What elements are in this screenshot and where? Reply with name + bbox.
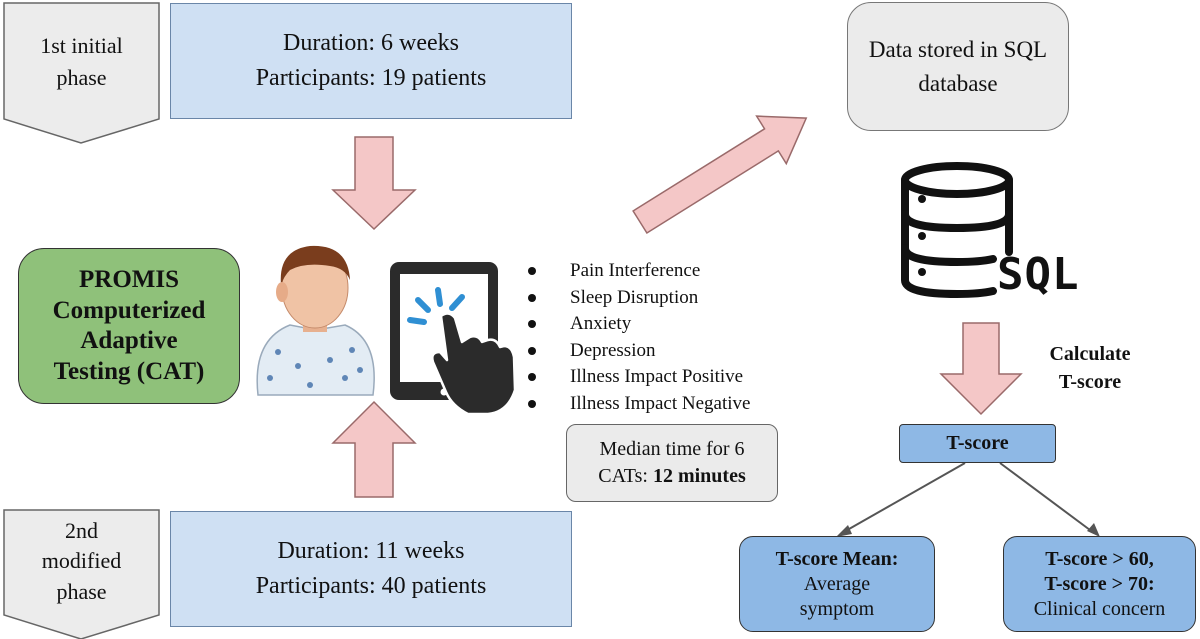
mean-line2: Average	[803, 572, 871, 595]
phase1-label-line1: 1st initial	[40, 33, 123, 58]
phase1-participants: Participants: 19 patients	[255, 65, 487, 91]
mean-bold: T-score Mean:	[776, 547, 899, 572]
measures-list: Pain Interference Sleep Disruption Anxie…	[528, 258, 750, 417]
down-arrow-sql	[939, 322, 1023, 416]
list-item: Illness Impact Positive	[528, 364, 750, 391]
tablet-touch-icon	[390, 262, 517, 416]
up-arrow-phase2	[331, 400, 417, 498]
tscore-arrowhead-right	[1087, 523, 1100, 537]
sql-line2: database	[918, 70, 998, 96]
median-value: 12 minutes	[652, 465, 746, 487]
mean-bold-text: T-score Mean:	[775, 547, 899, 570]
median-prefix: CATs:	[598, 465, 653, 487]
calculate-line1: Calculate	[1049, 343, 1131, 365]
tscore-line-right	[999, 462, 1095, 534]
phase1-duration: Duration: 6 weeks	[283, 30, 459, 57]
clinical-bold2-text: T-score > 70:	[1044, 572, 1155, 595]
down-arrow-phase1	[331, 136, 417, 231]
sql-database-icon	[901, 162, 1013, 299]
promis-line1: PROMIS	[79, 266, 179, 293]
phase1-label-line2: phase	[56, 64, 107, 90]
median-line2: CATs: 12 minutes	[598, 463, 746, 490]
sql-line1: Data stored in SQL	[868, 37, 1048, 63]
patient-avatar-icon	[256, 245, 375, 396]
promis-cat-box: PROMIS Computerized Adaptive Testing (CA…	[18, 248, 240, 404]
sql-storage-box: Data stored in SQL database	[847, 2, 1069, 131]
phase1-pentagon	[3, 2, 160, 144]
list-item: Illness Impact Negative	[528, 391, 750, 418]
tscore-box: T-score	[899, 424, 1056, 463]
tscore-label: T-score	[946, 432, 1009, 454]
calculate-tscore-label: Calculate T-score	[1030, 340, 1150, 396]
phase2-details-box: Duration: 11 weeks Participants: 40 pati…	[170, 511, 572, 627]
clinical-line3: Clinical concern	[1033, 597, 1166, 620]
promis-line4: Testing (CAT)	[53, 357, 205, 385]
list-item: Sleep Disruption	[528, 285, 750, 312]
phase2-label-line2: modified	[41, 548, 122, 574]
tscore-mean-box: T-score Mean: Average symptom	[739, 536, 935, 632]
phase2-pentagon	[3, 509, 160, 639]
list-item: Pain Interference	[528, 258, 750, 285]
calculate-line2: T-score	[1058, 371, 1122, 393]
median-time-box: Median time for 6 CATs: 12 minutes	[566, 424, 778, 502]
promis-line2: Computerized	[52, 296, 206, 324]
phase2-duration: Duration: 11 weeks	[277, 538, 465, 565]
median-line1: Median time for 6	[599, 438, 745, 460]
clinical-concern-box: T-score > 60, T-score > 70: Clinical con…	[1003, 536, 1196, 632]
phase2-label-line3: phase	[56, 578, 107, 604]
phase1-label: 1st initial phase	[4, 30, 159, 94]
clinical-bold2: T-score > 70:	[1044, 572, 1154, 597]
sql-icon-text: SQL	[997, 249, 1080, 300]
mean-line3: symptom	[799, 597, 875, 620]
phase2-participants: Participants: 40 patients	[255, 573, 487, 599]
list-item: Anxiety	[528, 311, 750, 338]
clinical-bold1: T-score > 60,	[1045, 547, 1154, 572]
diagonal-arrow-to-sql	[632, 115, 808, 235]
phase2-label: 2nd modified phase	[4, 516, 159, 607]
phase2-label-line1: 2nd	[65, 518, 98, 543]
phase1-details-box: Duration: 6 weeks Participants: 19 patie…	[170, 3, 572, 119]
tscore-arrowhead-left	[836, 525, 852, 537]
promis-line3: Adaptive	[80, 327, 178, 354]
clinical-bold1-text: T-score > 60,	[1045, 547, 1154, 570]
list-item: Depression	[528, 338, 750, 365]
tscore-line-left	[841, 462, 966, 534]
